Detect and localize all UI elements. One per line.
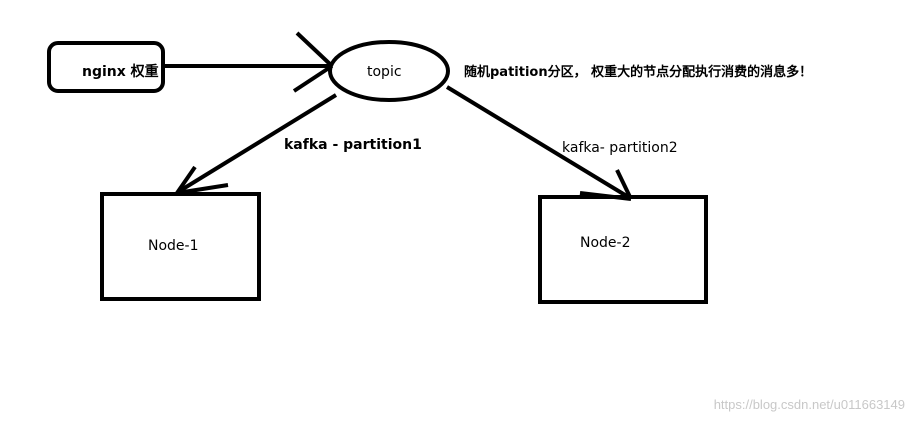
node2-box [538,195,708,304]
partition-note: 随机patition分区， 权重大的节点分配执行消费的消息多！ [464,64,812,80]
arrow-nginx-to-topic [163,31,334,93]
node1-box [100,192,261,301]
node1-label: Node-1 [148,238,199,254]
edge-label-partition1: kafka - partition1 [284,137,422,153]
nginx-label: nginx 权重 [82,63,159,80]
edge-label-partition2: kafka- partition2 [562,140,678,156]
node2-label: Node-2 [580,235,631,251]
arrow-topic-to-node1 [175,93,338,195]
watermark-text: https://blog.csdn.net/u011663149 [714,397,905,412]
topic-node [328,40,450,102]
topic-label: topic [367,64,402,80]
